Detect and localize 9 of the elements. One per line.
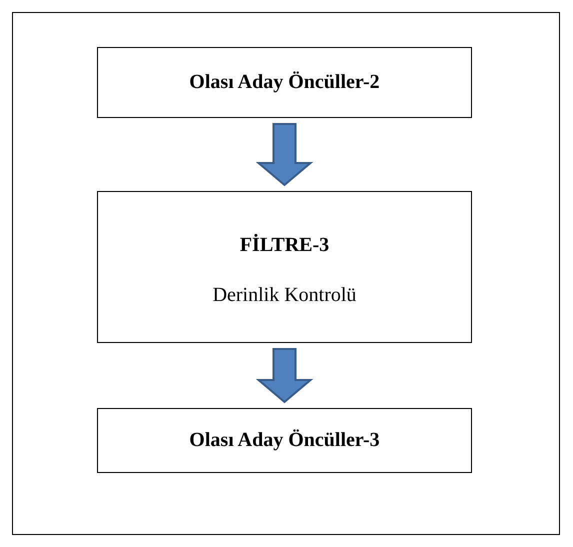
box-text: Derinlik Kontrolü <box>212 284 356 306</box>
process-box <box>97 408 472 473</box>
box-title: Olası Aday Öncüller-3 <box>189 429 380 452</box>
block-arrow <box>256 123 314 186</box>
box-title: FİLTRE-3 <box>240 234 330 256</box>
block-arrow <box>256 348 314 404</box>
process-box <box>97 47 472 118</box>
box-title: Olası Aday Öncüller-2 <box>189 71 380 94</box>
process-box <box>97 191 472 343</box>
